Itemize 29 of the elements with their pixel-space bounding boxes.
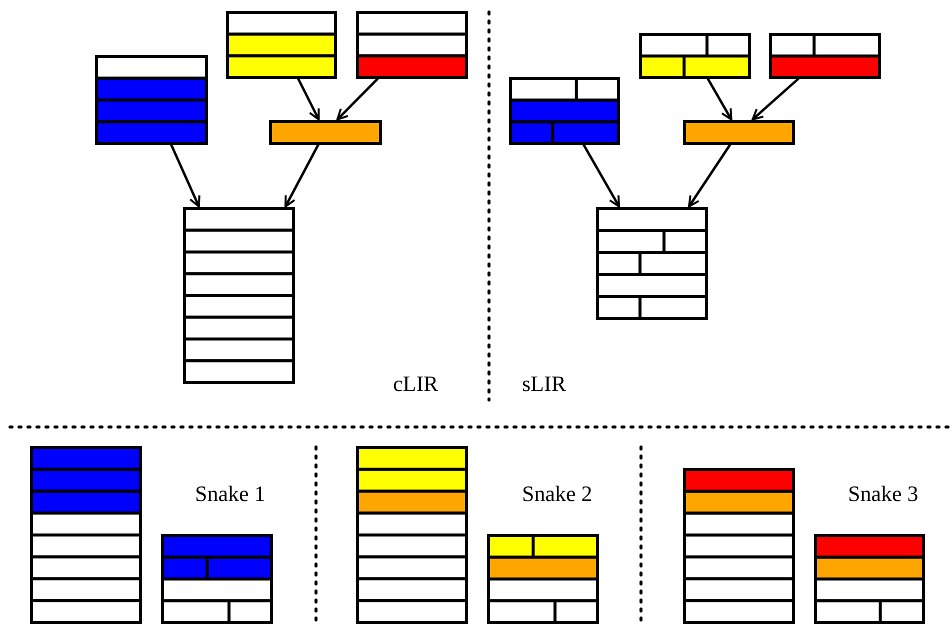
arrow (284, 144, 320, 208)
memory-block-stack (486, 534, 598, 624)
memory-block-stack (682, 468, 794, 624)
memory-block-stack (768, 32, 880, 78)
arrow (582, 144, 620, 208)
memory-block-stack (94, 54, 208, 144)
section-label: cLIR (393, 372, 438, 396)
arrow (170, 144, 200, 208)
memory-bar (682, 120, 794, 144)
memory-block-stack (356, 446, 468, 624)
section-label: Snake 3 (848, 482, 918, 506)
arrow (688, 144, 732, 208)
memory-block-stack (226, 10, 336, 78)
section-label: Snake 2 (522, 482, 592, 506)
arrow (296, 78, 320, 120)
arrow (706, 78, 732, 120)
memory-block-stack (30, 446, 142, 624)
memory-block-stack (160, 534, 272, 624)
arrow (336, 78, 379, 120)
memory-block-stack (638, 32, 750, 78)
memory-block-stack (182, 206, 294, 384)
memory-bar (268, 120, 382, 144)
section-label: sLIR (522, 372, 566, 396)
memory-block-stack (356, 10, 468, 78)
memory-block-stack (508, 76, 620, 144)
memory-block-stack (814, 534, 924, 624)
section-label: Snake 1 (195, 482, 266, 506)
memory-block-stack (596, 206, 708, 320)
arrow (752, 78, 800, 120)
